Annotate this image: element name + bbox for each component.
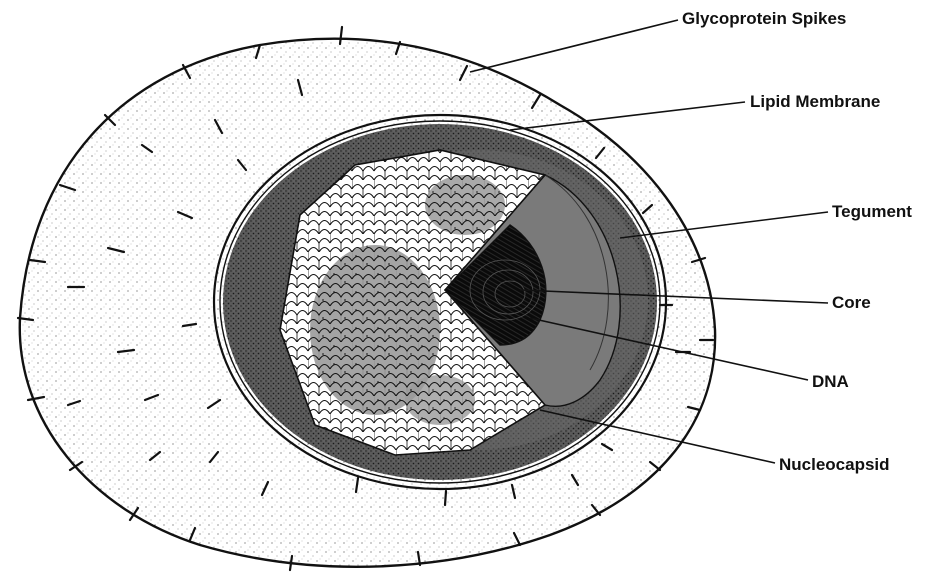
label-tegument: Tegument [832,202,912,221]
label-core: Core [832,293,871,312]
label-dna: DNA [812,372,849,391]
label-lipid-membrane: Lipid Membrane [750,92,880,111]
label-nucleocapsid: Nucleocapsid [779,455,890,474]
label-glycoprotein-spikes: Glycoprotein Spikes [682,9,846,28]
leader-glycoprotein-spikes [470,20,678,72]
